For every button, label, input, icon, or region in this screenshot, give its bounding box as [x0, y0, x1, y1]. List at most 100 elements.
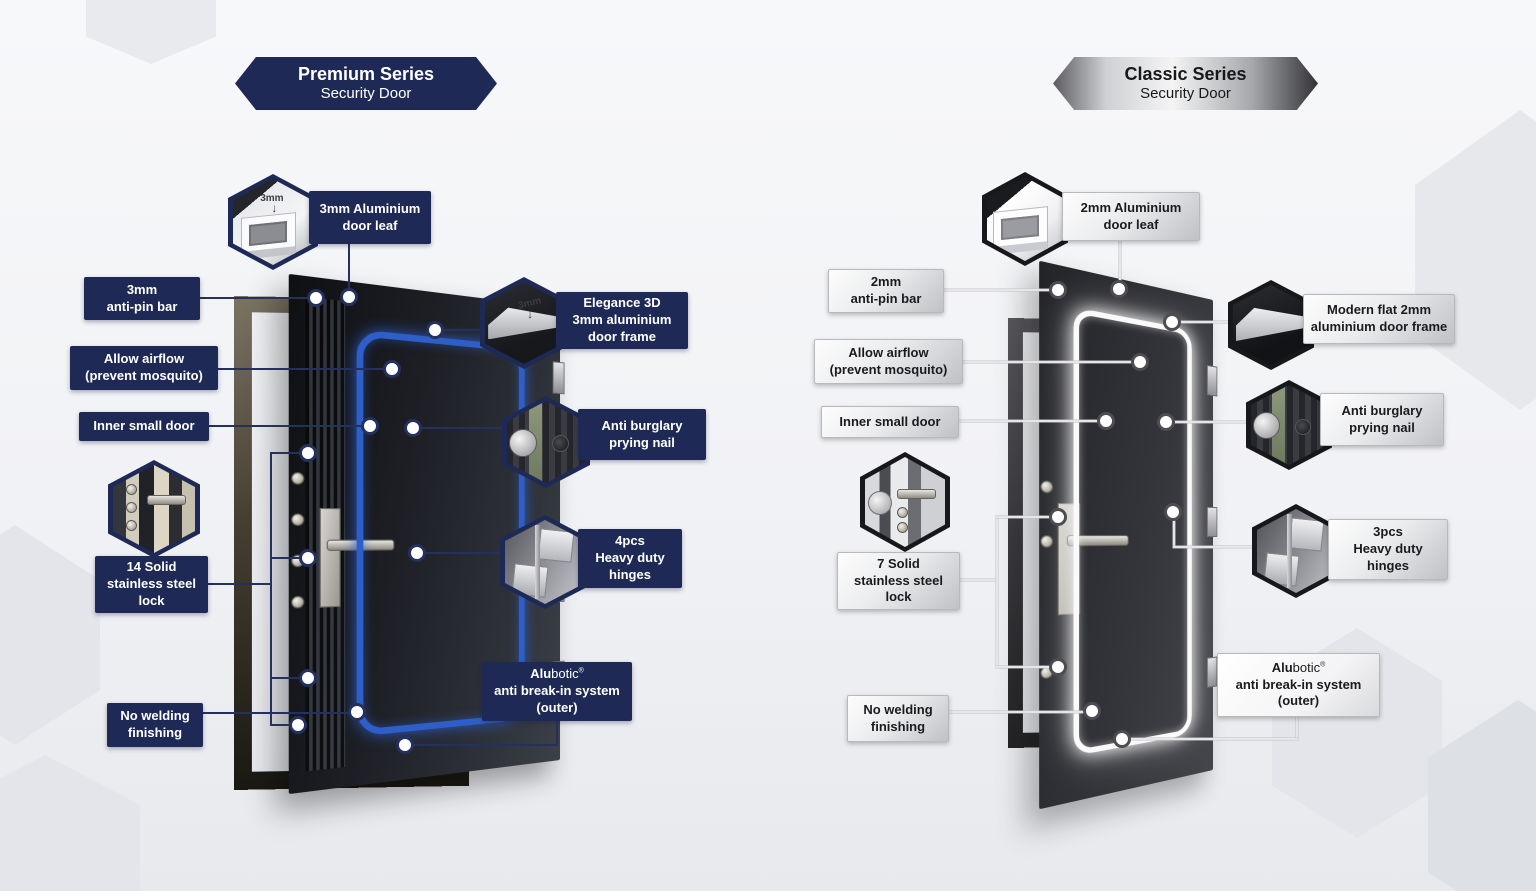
label-text: Allow airflow (prevent mosquito): [85, 351, 203, 383]
lock-bolt: [1040, 480, 1054, 494]
lock-handle: [897, 489, 936, 500]
background-hexagon: [0, 755, 140, 891]
door-leaf-illustration: [993, 206, 1049, 255]
frame-profile-illustration: [1236, 307, 1306, 341]
door-leaf-icon: 3mm ↓: [228, 174, 318, 270]
connector-line: [1124, 738, 1298, 740]
connector-line: [413, 427, 503, 429]
icon-note: 3mm: [260, 192, 284, 204]
connector-dot: [426, 321, 444, 339]
connector-dot: [1049, 508, 1067, 526]
hinge-pin: [1286, 514, 1292, 588]
label-text: 3mm anti-pin bar: [106, 281, 178, 314]
nail-head: [1252, 412, 1280, 440]
hinges-icon: [1252, 504, 1340, 598]
label-text: 3mm Aluminium door leaf: [319, 200, 421, 233]
connector-line: [203, 712, 356, 714]
connector-dot: [1097, 412, 1115, 430]
connector-line: [407, 744, 558, 746]
lock-bolt: [897, 521, 908, 533]
hinge-plate: [537, 528, 575, 563]
connector-dot: [348, 703, 366, 721]
alubotic-brand: Alubotic®: [530, 666, 584, 682]
label-text: 7 Solid stainless steel lock: [854, 555, 943, 605]
premium-alubotic-label: Alubotic® anti break-in system (outer): [482, 662, 632, 721]
connector-dot: [299, 669, 317, 687]
lock-bolt: [126, 484, 138, 496]
connector-line: [208, 583, 270, 585]
label-text: Anti burglary prying nail: [1341, 402, 1423, 435]
label-text: anti break-in system (outer): [494, 683, 620, 715]
background-hexagon: [0, 525, 100, 745]
premium-anti-pin-bar-label: 3mm anti-pin bar: [84, 277, 200, 320]
prying-nail: [1295, 418, 1312, 435]
connector-line: [947, 711, 1090, 713]
connector-dot: [404, 419, 422, 437]
lock-bolt: [1040, 535, 1054, 548]
connector-line: [942, 289, 1058, 291]
hinge-plate: [1288, 517, 1325, 552]
classic-prying-nail-label: Anti burglary prying nail: [1320, 393, 1444, 446]
premium-series-title: Premium Series: [297, 63, 435, 84]
label-text: anti break-in system (outer): [1235, 676, 1362, 709]
connector-line: [996, 516, 998, 668]
premium-prying-nail-label: Anti burglary prying nail: [578, 409, 706, 460]
label-text: No welding finishing: [120, 708, 190, 740]
door-frame-icon: [1228, 280, 1314, 370]
classic-hinges-label: 3pcs Heavy duty hinges: [1328, 519, 1448, 580]
connector-dot: [307, 289, 325, 307]
label-text: Inner small door: [93, 418, 195, 434]
classic-inner-small-door-label: Inner small door: [821, 406, 959, 438]
door-hinge: [552, 361, 565, 395]
lock-knob: [868, 491, 893, 516]
label-text: Elegance 3D 3mm aluminium door frame: [572, 295, 672, 344]
lock-bolt: [291, 471, 305, 485]
lock-icon: [108, 460, 200, 558]
classic-series-banner: Classic Series Security Door: [1053, 57, 1318, 110]
lock-bolt: [126, 501, 138, 513]
door-hinge: [1206, 506, 1218, 537]
classic-series-subtitle: Security Door: [1140, 84, 1231, 102]
connector-dot: [1049, 658, 1067, 676]
connector-line: [1173, 512, 1175, 547]
label-text: 4pcs Heavy duty hinges: [595, 533, 665, 582]
label-text: Allow airflow (prevent mosquito): [829, 344, 948, 377]
premium-hinges-label: 4pcs Heavy duty hinges: [578, 529, 682, 588]
background-hexagon: [86, 0, 216, 64]
connector-line: [958, 579, 996, 581]
connector-dot: [289, 716, 307, 734]
connector-line: [199, 297, 316, 299]
label-text: Inner small door: [839, 413, 941, 429]
connector-line: [218, 368, 392, 370]
classic-alubotic-label: Alubotic® anti break-in system (outer): [1217, 653, 1380, 717]
connector-line: [209, 425, 370, 427]
nail-head: [508, 428, 537, 457]
label-text: 3pcs Heavy duty hinges: [1353, 524, 1423, 573]
premium-door-leaf-label: 3mm Aluminium door leaf: [309, 191, 431, 244]
door-hinge: [1206, 656, 1218, 689]
alubotic-brand: Alubotic®: [1271, 659, 1326, 675]
label-text: 2mm anti-pin bar: [850, 274, 922, 306]
prying-nail: [552, 435, 570, 453]
connector-line: [1296, 715, 1298, 739]
prying-nail-icon: [502, 396, 590, 488]
door-frame-icon: 3mm ↓: [480, 277, 568, 369]
door-leaf-icon: [982, 172, 1068, 266]
lock-bolt: [291, 595, 305, 609]
connector-line: [1166, 421, 1247, 423]
connector-line: [1119, 239, 1121, 289]
connector-line: [270, 452, 272, 726]
classic-airflow-label: Allow airflow (prevent mosquito): [814, 339, 963, 384]
connector-line: [348, 244, 350, 296]
hinge-plate: [1263, 552, 1300, 587]
premium-lock-label: 14 Solid stainless steel lock: [95, 556, 208, 613]
connector-line: [270, 677, 308, 679]
door-leaf-illustration: [241, 212, 296, 260]
connector-dot: [383, 360, 401, 378]
connector-dot: [1110, 280, 1128, 298]
hinge-plate: [511, 563, 549, 598]
connector-line: [270, 452, 308, 454]
classic-no-welding-label: No welding finishing: [847, 695, 949, 742]
connector-line: [961, 361, 1140, 363]
